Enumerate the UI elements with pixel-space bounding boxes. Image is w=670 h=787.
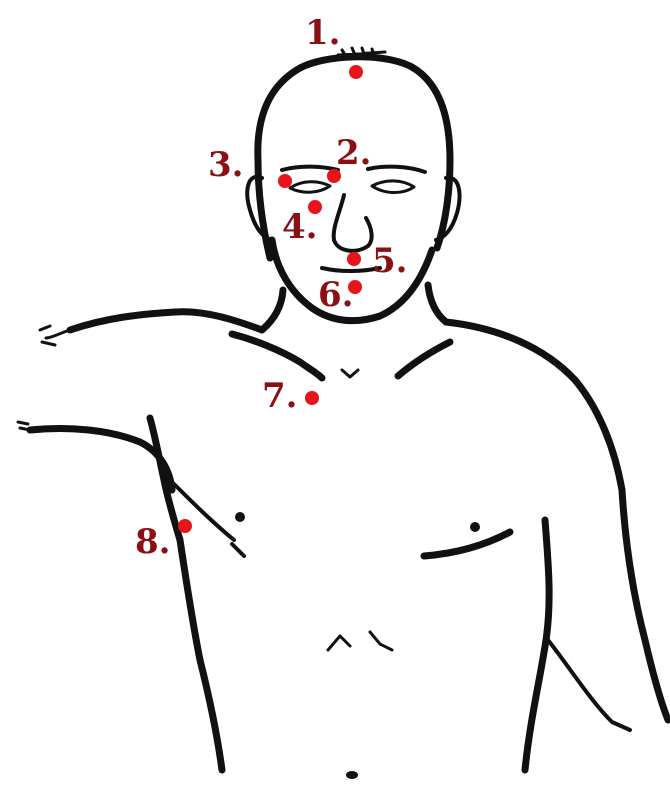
point-7: 7. xyxy=(262,376,319,416)
point-4: 4. xyxy=(282,200,322,247)
right-torso-outline xyxy=(328,490,668,779)
point-label: 4. xyxy=(282,207,318,247)
point-marker xyxy=(349,65,363,79)
point-5: 5. xyxy=(347,241,408,281)
point-label: 7. xyxy=(262,376,298,416)
point-marker xyxy=(178,519,192,533)
point-label: 6. xyxy=(318,275,354,315)
point-label: 3. xyxy=(208,145,244,185)
point-label: 1. xyxy=(305,13,341,53)
point-label: 8. xyxy=(135,522,171,562)
point-2: 2. xyxy=(327,133,372,183)
point-marker xyxy=(278,174,292,188)
left-arm-outline xyxy=(18,418,245,770)
point-label: 2. xyxy=(336,133,372,173)
point-label: 5. xyxy=(372,241,408,281)
point-marker xyxy=(305,391,319,405)
point-6: 6. xyxy=(318,275,362,315)
point-marker xyxy=(347,252,361,266)
point-1: 1. xyxy=(305,13,363,79)
